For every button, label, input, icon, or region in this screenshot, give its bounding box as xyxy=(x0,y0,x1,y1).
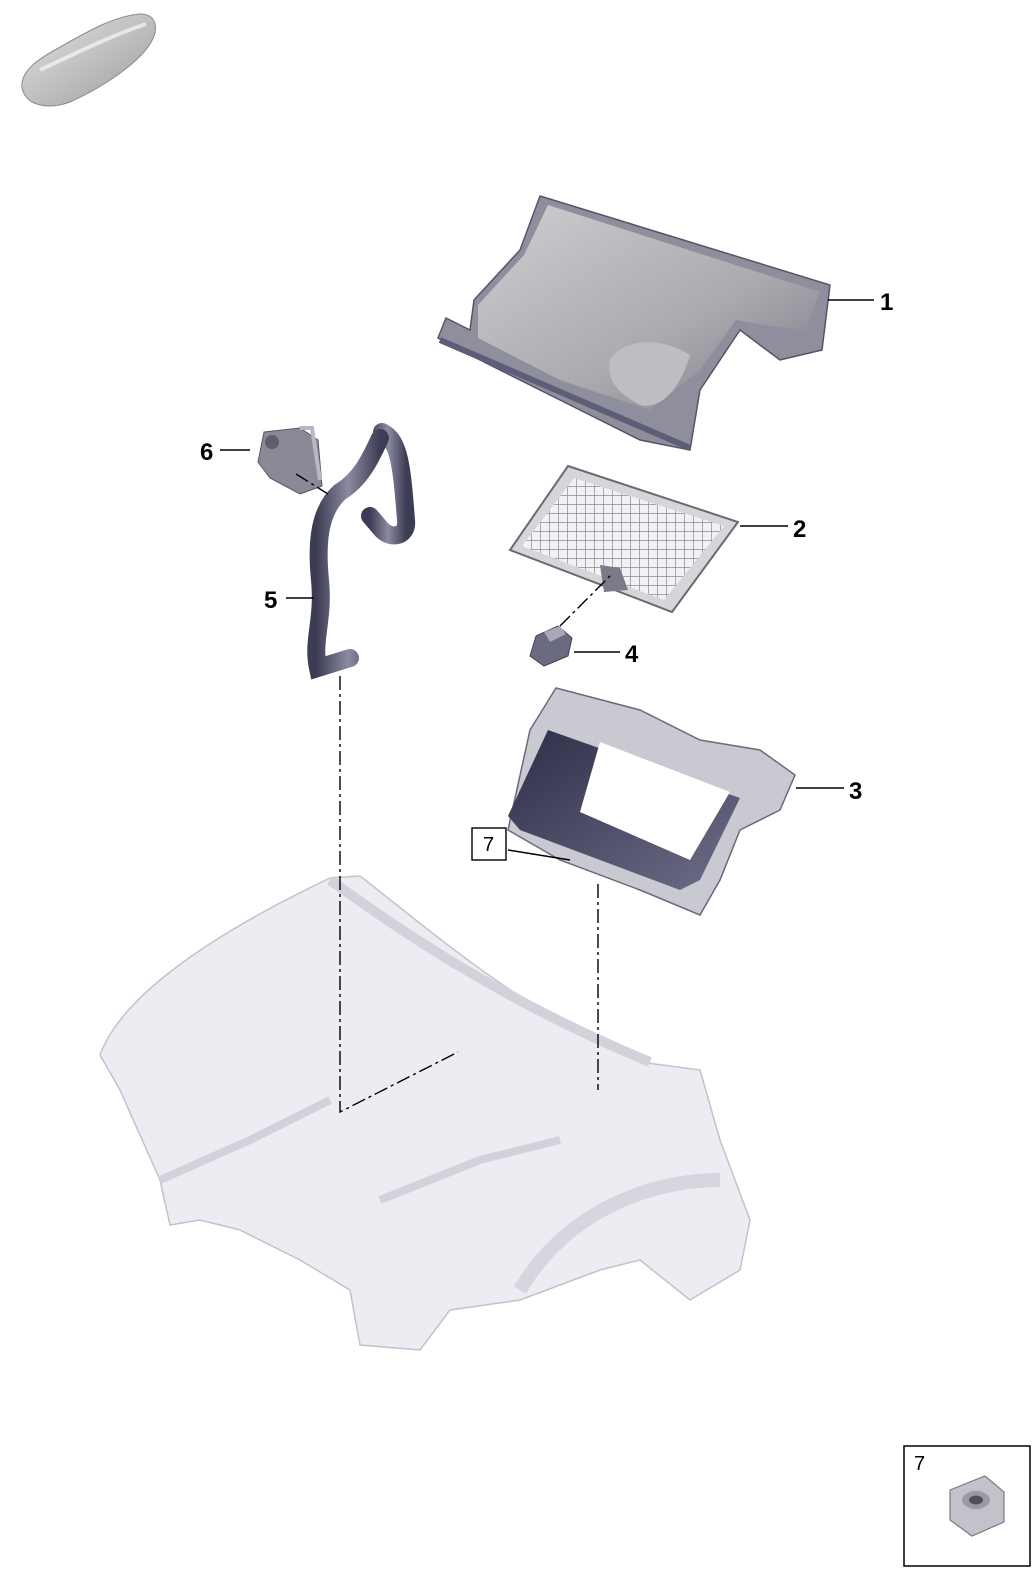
part-1-cover xyxy=(437,195,831,451)
callout-5: 5 xyxy=(264,587,277,614)
assembly-line-6-to-5 xyxy=(295,473,329,495)
part-4-sensor xyxy=(529,625,573,667)
callout-7-box xyxy=(471,827,507,861)
callout-7: 7 xyxy=(483,834,494,856)
detail-box-label: 7 xyxy=(914,1453,925,1475)
part-5-hose xyxy=(307,423,416,680)
part-6-valve xyxy=(257,426,323,495)
callout-3: 3 xyxy=(849,778,862,805)
assembly-line-5-to-body xyxy=(339,676,459,1114)
callout-1: 1 xyxy=(880,289,893,316)
vehicle-body-structure xyxy=(99,875,751,1351)
leader-line-7 xyxy=(507,849,571,861)
nut-icon xyxy=(949,1475,1005,1537)
vehicle-silhouette-icon xyxy=(21,13,156,107)
part-2-grid-panel xyxy=(508,464,740,614)
callout-2: 2 xyxy=(793,516,806,543)
callout-4: 4 xyxy=(625,641,639,668)
callout-6: 6 xyxy=(200,439,213,466)
assembly-line-4-to-2 xyxy=(559,573,613,627)
part-3-frame xyxy=(507,687,796,916)
